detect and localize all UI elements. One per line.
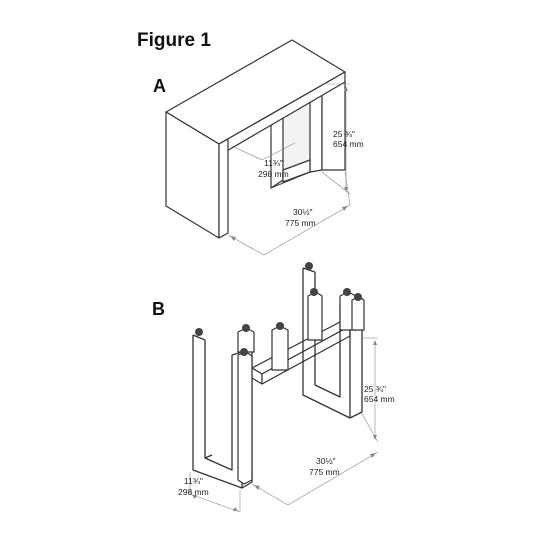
panel-a-width-dimension: 30½" 775 mm — [227, 171, 351, 256]
panel-b: B — [152, 262, 395, 513]
panel-b-height-imperial: 25 ¾" — [364, 384, 386, 394]
panel-a-depth-dimension: 11¾" 298 mm — [231, 142, 296, 179]
panel-b-cross-rail — [251, 321, 351, 385]
panel-b-middle-posts — [237, 325, 289, 485]
panel-b-label: B — [152, 299, 165, 319]
panel-b-width-imperial: 30½" — [316, 456, 336, 466]
panel-a-height-imperial: 25 ¾" — [333, 129, 355, 139]
panel-b-depth-imperial: 11¾" — [184, 476, 203, 486]
panel-a-height-dimension: 25 ¾" 654 mm — [321, 83, 364, 195]
panel-a-width-metric: 775 mm — [285, 218, 316, 228]
panel-a-depth-imperial: 11¾" — [264, 158, 283, 168]
panel-b-height-dimension: 25 ¾" 654 mm — [361, 337, 395, 443]
panel-b-width-dimension: 30½" 775 mm — [251, 451, 379, 506]
panel-a-width-imperial: 30½" — [293, 207, 313, 217]
panel-a-depth-metric: 298 mm — [258, 169, 289, 179]
figure-title: Figure 1 — [137, 30, 211, 51]
panel-b-width-metric: 775 mm — [309, 467, 340, 477]
panel-b-depth-metric: 298 mm — [178, 487, 209, 497]
panel-a-height-metric: 654 mm — [333, 139, 364, 149]
panel-a-front-leg — [165, 111, 229, 239]
panel-b-post-tufts — [195, 262, 362, 356]
panel-b-height-metric: 654 mm — [364, 394, 395, 404]
panel-a-label: A — [153, 76, 166, 96]
panel-b-depth-dimension: 11¾" 298 mm — [178, 472, 241, 513]
panel-b-back-frame — [302, 267, 365, 419]
panel-a: A 25 ¾" 654 mm — [153, 39, 364, 256]
